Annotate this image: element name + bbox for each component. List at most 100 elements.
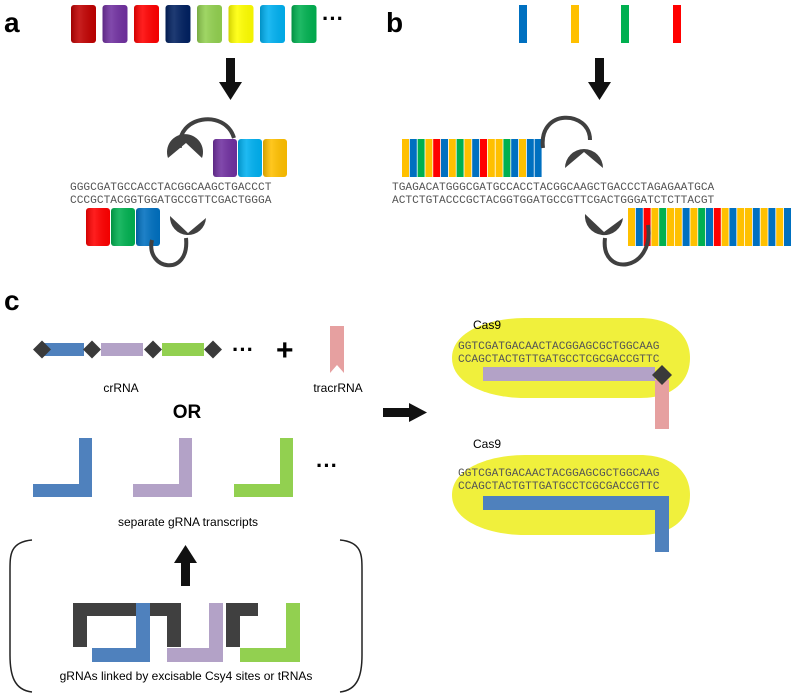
array-bottom-bar bbox=[721, 208, 729, 246]
array-bottom-bar bbox=[776, 208, 784, 246]
array-bottom-bar bbox=[667, 208, 674, 246]
separate-ellipsis: ··· bbox=[316, 453, 338, 478]
array-top-bar bbox=[480, 139, 487, 177]
array-top-bar bbox=[534, 139, 542, 177]
panel-a-down-arrow bbox=[219, 58, 242, 100]
panel-b-down-arrow bbox=[588, 58, 611, 100]
array-bottom-bar bbox=[628, 208, 635, 246]
panel-a-ellipsis: ··· bbox=[322, 6, 344, 31]
crrna-label: crRNA bbox=[103, 381, 138, 395]
array-top-bar bbox=[464, 139, 472, 177]
panel-a-bound-blocks-bottom bbox=[86, 208, 160, 246]
color-bar-orange bbox=[571, 5, 579, 43]
bound-block-green-shade bbox=[111, 208, 135, 246]
cas9-bottom-seq-top: GGTCGATGACAACTACGGAGCGCTGGCAAG bbox=[458, 468, 660, 480]
array-bottom-bar bbox=[690, 208, 698, 246]
array-bottom-bar bbox=[729, 208, 737, 246]
csy4-diamond-3 bbox=[144, 340, 162, 359]
panel-a-cas9-bottom bbox=[149, 216, 206, 268]
panel-a-cas9-top bbox=[167, 117, 236, 158]
array-bottom-bar bbox=[752, 208, 760, 246]
up-arrow bbox=[174, 545, 197, 586]
array-top-bar bbox=[495, 139, 503, 177]
cas9-complex-sg bbox=[452, 455, 690, 552]
array-top-bar bbox=[448, 139, 456, 177]
bound-block-orange-shade bbox=[263, 139, 287, 177]
tracrrna-shape bbox=[330, 326, 344, 373]
color-block-navy-shade bbox=[165, 5, 191, 43]
or-label: OR bbox=[173, 402, 202, 423]
array-top-bar bbox=[487, 139, 495, 177]
array-bottom-bar bbox=[651, 208, 659, 246]
color-block-purple-shade bbox=[102, 5, 128, 43]
array-top-bar bbox=[472, 139, 480, 177]
panel-b-seq-top: TGAGACATGGGCGATGCCACCTACGGCAAGCTGACCCTAG… bbox=[392, 182, 715, 194]
array-bottom-bar bbox=[659, 208, 667, 246]
bound-block-red-shade bbox=[86, 208, 110, 246]
array-bottom-bar bbox=[768, 208, 776, 246]
linked-grnas bbox=[73, 603, 300, 662]
bound-block-blue-shade bbox=[136, 208, 160, 246]
panel-b-seq-bottom: ACTCTGTACCCGCTACGGTGGATGCCGTTCGACTGGGATC… bbox=[392, 195, 715, 207]
cas9-complex-dual bbox=[452, 318, 690, 429]
color-block-sky-blue-shade bbox=[260, 5, 285, 43]
cas9-top-seq-top: GGTCGATGACAACTACGGAGCGCTGGCAAG bbox=[458, 341, 660, 353]
color-block-yellow-shade bbox=[228, 5, 254, 43]
cas9-bottom-seq-bottom: CCAGCTACTGTTGATGCCTCGCGACCGTTC bbox=[458, 481, 660, 493]
bound-block-purple-shade bbox=[213, 139, 237, 177]
array-bottom-bar bbox=[745, 208, 752, 246]
panel-b-cas9-bottom bbox=[584, 214, 651, 267]
csy4-diamond-2 bbox=[83, 340, 101, 359]
crrna-ellipsis: ··· bbox=[232, 337, 254, 362]
separate-grna-2 bbox=[133, 438, 192, 497]
plus-sign: + bbox=[276, 334, 294, 367]
csy4-diamond-1 bbox=[33, 340, 51, 359]
panel-b-color-bars bbox=[519, 5, 681, 43]
color-block-light-green-shade bbox=[197, 5, 222, 43]
array-bottom-bar bbox=[698, 208, 706, 246]
bracket-left bbox=[9, 539, 33, 693]
array-top-bar bbox=[511, 139, 519, 177]
color-bar-blue bbox=[519, 5, 527, 43]
array-top-bar bbox=[425, 139, 433, 177]
panel-a-letter: a bbox=[4, 7, 20, 38]
panel-b-letter: b bbox=[386, 7, 403, 38]
cas9-top-seq-bottom: CCAGCTACTGTTGATGCCTCGCGACCGTTC bbox=[458, 354, 660, 366]
array-top-bar bbox=[441, 139, 448, 177]
bracket-right bbox=[339, 539, 363, 693]
cas9-bottom-label: Cas9 bbox=[473, 437, 501, 451]
color-block-red-shade bbox=[134, 5, 159, 43]
panel-a-color-blocks bbox=[71, 5, 317, 43]
array-bottom-bar bbox=[713, 208, 721, 246]
panel-a-seq-top: GGGCGATGCCACCTACGGCAAGCTGACCCT bbox=[70, 182, 272, 194]
array-bottom-bar bbox=[635, 208, 643, 246]
array-bottom-bar bbox=[760, 208, 768, 246]
array-bottom-bar bbox=[706, 208, 713, 246]
separate-grna-label: separate gRNA transcripts bbox=[118, 515, 258, 529]
color-bar-green bbox=[621, 5, 629, 43]
separate-grna-1 bbox=[33, 438, 92, 497]
array-top-bar bbox=[417, 139, 425, 177]
array-bottom-bar bbox=[784, 208, 791, 246]
array-bottom-bar bbox=[682, 208, 690, 246]
separate-grna-3 bbox=[234, 438, 293, 497]
array-bottom-bar bbox=[674, 208, 682, 246]
panel-b-cas9-top bbox=[540, 115, 603, 168]
csy4-diamond-4 bbox=[204, 340, 222, 359]
cas9-top-label: Cas9 bbox=[473, 318, 501, 332]
panel-b-array-top bbox=[402, 139, 542, 177]
color-bar-red bbox=[673, 5, 681, 43]
array-top-bar bbox=[409, 139, 417, 177]
crrna-array bbox=[33, 340, 222, 359]
color-block-green-shade bbox=[291, 5, 317, 43]
array-top-bar bbox=[503, 139, 511, 177]
panel-a-seq-bottom: CCCGCTACGGTGGATGCCGTTCGACTGGGA bbox=[70, 195, 272, 207]
right-arrow bbox=[383, 403, 427, 422]
array-top-bar bbox=[456, 139, 464, 177]
array-top-bar bbox=[519, 139, 526, 177]
array-top-bar bbox=[433, 139, 441, 177]
bound-block-sky-blue-shade bbox=[238, 139, 262, 177]
array-top-bar bbox=[526, 139, 534, 177]
